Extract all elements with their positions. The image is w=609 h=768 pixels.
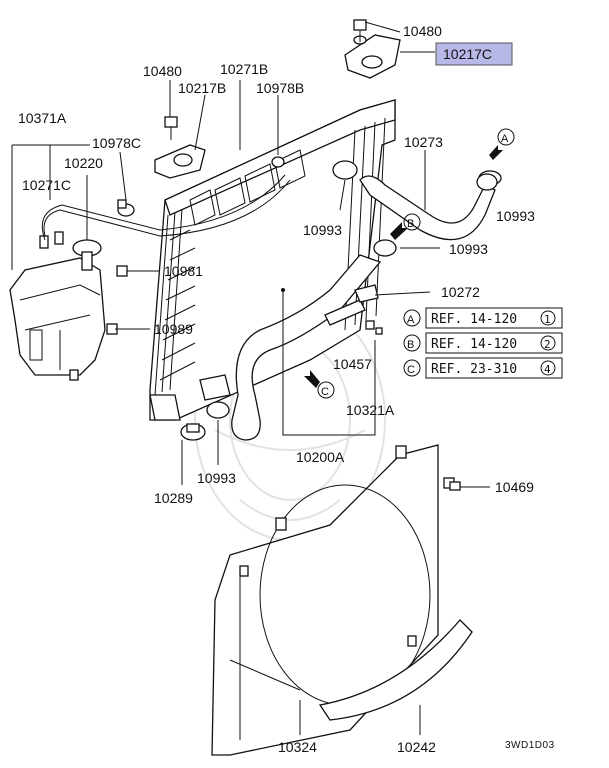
drain-plug[interactable] bbox=[180, 423, 206, 441]
label-10289[interactable]: 10289 bbox=[154, 490, 193, 506]
overflow-hose[interactable] bbox=[41, 174, 291, 241]
bolt-10480-left[interactable] bbox=[164, 116, 178, 140]
clamp-10993-b[interactable] bbox=[476, 173, 498, 191]
label-10272[interactable]: 10272 bbox=[441, 284, 480, 300]
highlight-box bbox=[435, 42, 513, 66]
label-10978c[interactable]: 10978C bbox=[92, 135, 141, 151]
lower-hose[interactable] bbox=[231, 254, 382, 441]
label-10271c[interactable]: 10271C bbox=[22, 177, 71, 193]
label-10220[interactable]: 10220 bbox=[64, 155, 103, 171]
label-10993-right[interactable]: 10993 bbox=[496, 208, 535, 224]
bracket-10217c[interactable] bbox=[344, 34, 401, 79]
bolt-10457[interactable] bbox=[365, 320, 383, 335]
clamp-10993-d[interactable] bbox=[206, 401, 230, 419]
reference-row[interactable]: C REF. 23-310 4 bbox=[403, 357, 563, 379]
clip-10978c[interactable] bbox=[117, 199, 135, 217]
bracket-10217b[interactable] bbox=[154, 144, 206, 179]
svg-text:A: A bbox=[501, 133, 509, 145]
reference-row[interactable]: A REF. 14-120 1 bbox=[403, 307, 563, 329]
label-10457[interactable]: 10457 bbox=[333, 356, 372, 372]
label-10469[interactable]: 10469 bbox=[495, 479, 534, 495]
marker-b: B bbox=[403, 213, 421, 231]
label-10981[interactable]: 10981 bbox=[164, 263, 203, 279]
fan-shroud[interactable] bbox=[211, 444, 439, 756]
svg-text:B: B bbox=[407, 218, 414, 230]
label-10993-bottom[interactable]: 10993 bbox=[197, 470, 236, 486]
hose-bracket[interactable] bbox=[324, 284, 379, 326]
clamp-10993-c[interactable] bbox=[373, 239, 397, 257]
svg-text:A: A bbox=[407, 314, 415, 326]
svg-text:C: C bbox=[321, 386, 329, 398]
label-10217c[interactable]: 10217C bbox=[443, 46, 492, 62]
clip-10978b[interactable] bbox=[271, 156, 285, 168]
direction-arrows bbox=[304, 145, 503, 388]
label-10200a[interactable]: 10200A bbox=[296, 449, 345, 465]
svg-text:REF. 14-120: REF. 14-120 bbox=[431, 312, 517, 327]
label-10978b[interactable]: 10978B bbox=[256, 80, 304, 96]
label-10324[interactable]: 10324 bbox=[278, 739, 317, 755]
label-10271b[interactable]: 10271B bbox=[220, 61, 268, 77]
leader-lines bbox=[11, 21, 490, 735]
label-10993-b[interactable]: 10993 bbox=[449, 241, 488, 257]
label-10480-left[interactable]: 10480 bbox=[143, 63, 182, 79]
bolt-10469[interactable] bbox=[443, 477, 461, 491]
tank-cap[interactable] bbox=[72, 239, 102, 271]
reserve-tank[interactable] bbox=[9, 231, 106, 381]
svg-text:REF. 14-120: REF. 14-120 bbox=[431, 337, 517, 352]
label-10217b[interactable]: 10217B bbox=[178, 80, 226, 96]
label-10993-mid[interactable]: 10993 bbox=[303, 222, 342, 238]
label-10321a[interactable]: 10321A bbox=[346, 402, 395, 418]
svg-text:REF. 23-310: REF. 23-310 bbox=[431, 362, 517, 377]
svg-text:2: 2 bbox=[544, 338, 551, 351]
drawing-code: 3WD1D03 bbox=[505, 740, 555, 751]
label-10242[interactable]: 10242 bbox=[397, 739, 436, 755]
reference-row[interactable]: B REF. 14-120 2 bbox=[403, 332, 563, 354]
svg-text:C: C bbox=[407, 364, 415, 376]
svg-text:1: 1 bbox=[544, 313, 551, 326]
marker-a: A bbox=[497, 128, 515, 146]
label-10480-top[interactable]: 10480 bbox=[403, 23, 442, 39]
shroud-lower[interactable] bbox=[318, 619, 473, 721]
clamp-10993-a[interactable] bbox=[332, 160, 358, 180]
bolt-10480-top[interactable] bbox=[353, 19, 367, 42]
bolt-10981[interactable] bbox=[116, 265, 128, 277]
label-10371a[interactable]: 10371A bbox=[18, 110, 67, 126]
label-10273[interactable]: 10273 bbox=[404, 134, 443, 150]
marker-c: C bbox=[317, 381, 335, 399]
svg-text:4: 4 bbox=[544, 363, 551, 376]
label-10989[interactable]: 10989 bbox=[154, 321, 193, 337]
reference-table: A REF. 14-120 1 B REF. 14-120 2 C REF. 2… bbox=[403, 307, 563, 379]
svg-text:B: B bbox=[407, 339, 414, 351]
